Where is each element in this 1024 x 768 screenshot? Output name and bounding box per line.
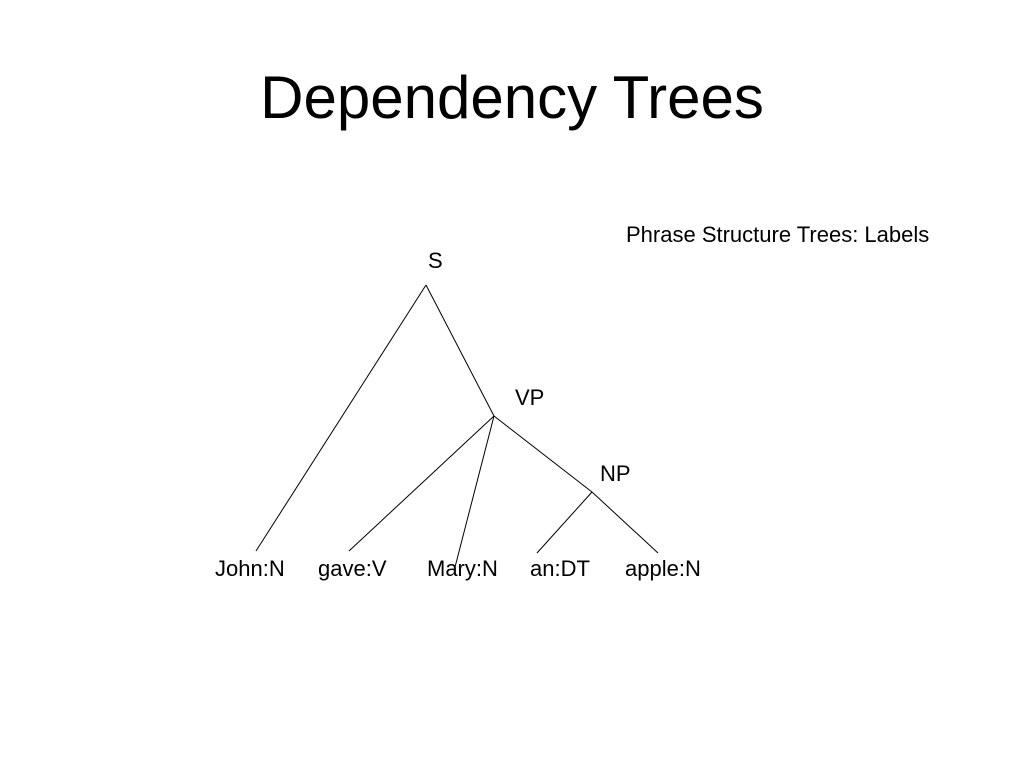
word-gave: gave:V [318,556,387,581]
word-an: an:DT [530,556,590,581]
edge-np-apple [591,491,659,554]
word-mary: Mary:N [427,556,498,581]
word-apple: apple:N [625,556,701,581]
word-john: John:N [215,556,285,581]
edge-vp-mary [453,415,495,572]
slide-title: Dependency Trees [260,64,764,131]
node-vp: VP [515,385,544,410]
slide-subtitle: Phrase Structure Trees: Labels [626,222,930,247]
edge-s-john [255,284,427,552]
edge-vp-gave [348,415,495,552]
edge-np-an [536,491,593,554]
edge-s-vp [425,284,495,417]
node-s: S [428,248,443,273]
node-np: NP [600,461,631,486]
edge-vp-np [493,415,593,493]
